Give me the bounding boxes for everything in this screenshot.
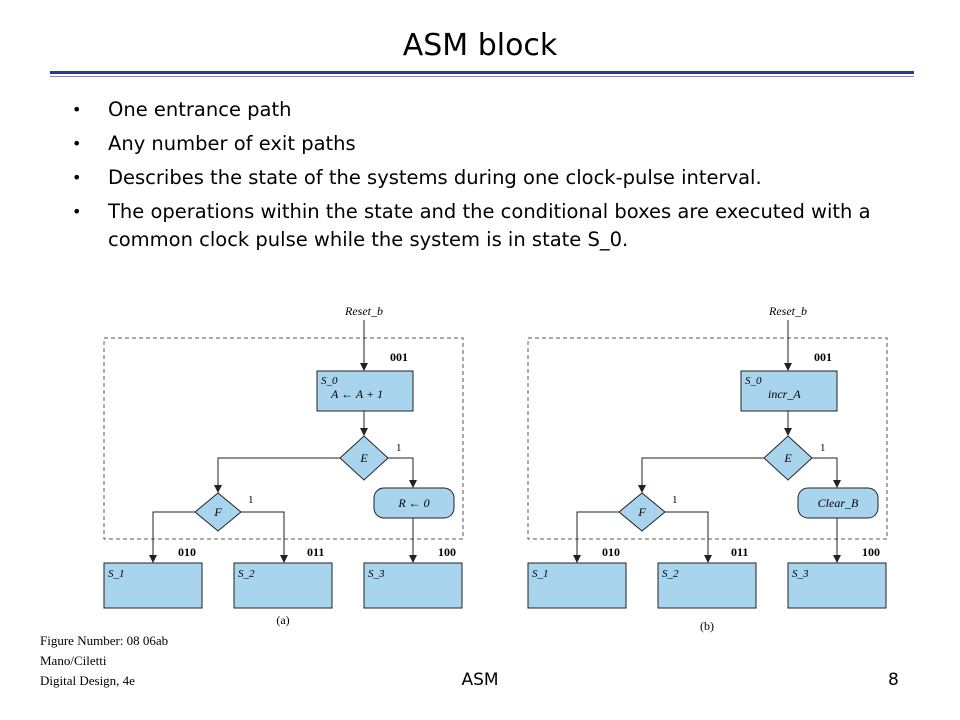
decision-e bbox=[339, 435, 389, 481]
decision-f bbox=[194, 492, 242, 532]
bullet-item: • Any number of exit paths bbox=[70, 130, 930, 158]
state-name: S_2 bbox=[662, 568, 679, 580]
bullet-text: The operations within the state and the … bbox=[108, 200, 871, 251]
branch-one-label: 1 bbox=[248, 494, 254, 506]
state-code: 001 bbox=[814, 350, 832, 364]
state-code: 100 bbox=[438, 545, 456, 559]
state-box-s0 bbox=[316, 370, 414, 412]
bullet-item: • One entrance path bbox=[70, 96, 930, 124]
flow-line bbox=[149, 511, 195, 563]
state-name: S_3 bbox=[368, 568, 385, 580]
state-code: 011 bbox=[307, 545, 324, 559]
slide-title: ASM block bbox=[402, 28, 558, 63]
state-code: 010 bbox=[178, 545, 196, 559]
flow-line bbox=[388, 457, 417, 488]
page-number: 8 bbox=[888, 670, 899, 690]
state-box-s3 bbox=[363, 562, 463, 609]
bullet-dot-icon: • bbox=[72, 202, 82, 221]
bullet-text: Describes the state of the systems durin… bbox=[108, 166, 762, 189]
flow-line bbox=[638, 457, 764, 493]
state-code: 010 bbox=[602, 545, 620, 559]
state-name: S_1 bbox=[108, 568, 125, 580]
flow-line bbox=[573, 511, 619, 563]
branch-one-label: 1 bbox=[820, 442, 826, 454]
title-rule-thin bbox=[50, 76, 914, 77]
state-name: S_1 bbox=[532, 568, 549, 580]
state-code: 100 bbox=[862, 545, 880, 559]
decision-e-label: E bbox=[783, 451, 792, 465]
entry-label: Reset_b bbox=[344, 304, 383, 318]
conditional-operation: Clear_B bbox=[818, 496, 859, 510]
footer-title: ASM bbox=[461, 670, 499, 690]
bullet-text: Any number of exit paths bbox=[108, 132, 356, 155]
bullet-list: • One entrance path • Any number of exit p… bbox=[70, 96, 930, 260]
flow-line bbox=[214, 457, 340, 493]
state-box-s3 bbox=[787, 562, 887, 609]
bullet-item: • The operations within the state and the… bbox=[70, 198, 930, 254]
decision-f bbox=[618, 492, 666, 532]
state-box-s1 bbox=[103, 562, 203, 609]
flow-line bbox=[241, 511, 288, 563]
conditional-box bbox=[373, 487, 455, 519]
branch-one-label: 1 bbox=[672, 494, 678, 506]
state-box-s0 bbox=[740, 370, 838, 412]
state-name: S_3 bbox=[792, 568, 809, 580]
decision-e-label: E bbox=[359, 451, 368, 465]
state-operation: incr_A bbox=[768, 387, 801, 401]
flow-line bbox=[665, 511, 712, 563]
bullet-item: • Describes the state of the systems duri… bbox=[70, 164, 930, 192]
state-box-s2 bbox=[657, 562, 757, 609]
figure-caption-line: Figure Number: 08 06ab bbox=[40, 633, 169, 648]
flow-line bbox=[812, 457, 841, 488]
decision-f-label: F bbox=[213, 505, 222, 519]
branch-one-label: 1 bbox=[396, 442, 402, 454]
entry-label: Reset_b bbox=[768, 304, 807, 318]
subfigure-label: (a) bbox=[276, 613, 289, 627]
state-box-s1 bbox=[527, 562, 627, 609]
decision-f-label: F bbox=[637, 505, 646, 519]
bullet-text: One entrance path bbox=[108, 98, 292, 121]
state-name: S_0 bbox=[745, 375, 762, 387]
state-code: 011 bbox=[731, 545, 748, 559]
state-name: S_0 bbox=[321, 375, 338, 387]
decision-e bbox=[763, 435, 813, 481]
subfigure-label: (b) bbox=[700, 619, 714, 633]
bullet-dot-icon: • bbox=[72, 134, 82, 153]
diagram-b: Reset_b 001 S_0 incr_A E 1 Clear_B F 1 0… bbox=[527, 304, 888, 633]
bullet-dot-icon: • bbox=[72, 168, 82, 187]
state-code: 001 bbox=[390, 350, 408, 364]
state-box-s2 bbox=[233, 562, 333, 609]
state-name: S_2 bbox=[238, 568, 255, 580]
conditional-operation: R ← 0 bbox=[397, 496, 429, 510]
title-rule bbox=[50, 71, 914, 74]
bullet-dot-icon: • bbox=[72, 100, 82, 119]
conditional-box bbox=[797, 487, 879, 519]
figure-caption-line: Digital Design, 4e bbox=[40, 673, 135, 688]
state-operation: A ← A + 1 bbox=[330, 387, 383, 401]
diagram-a: Reset_b 001 S_0 A ← A + 1 E 1 R ← 0 F 1 … bbox=[103, 304, 464, 627]
figure-caption-line: Mano/Ciletti bbox=[40, 653, 107, 668]
